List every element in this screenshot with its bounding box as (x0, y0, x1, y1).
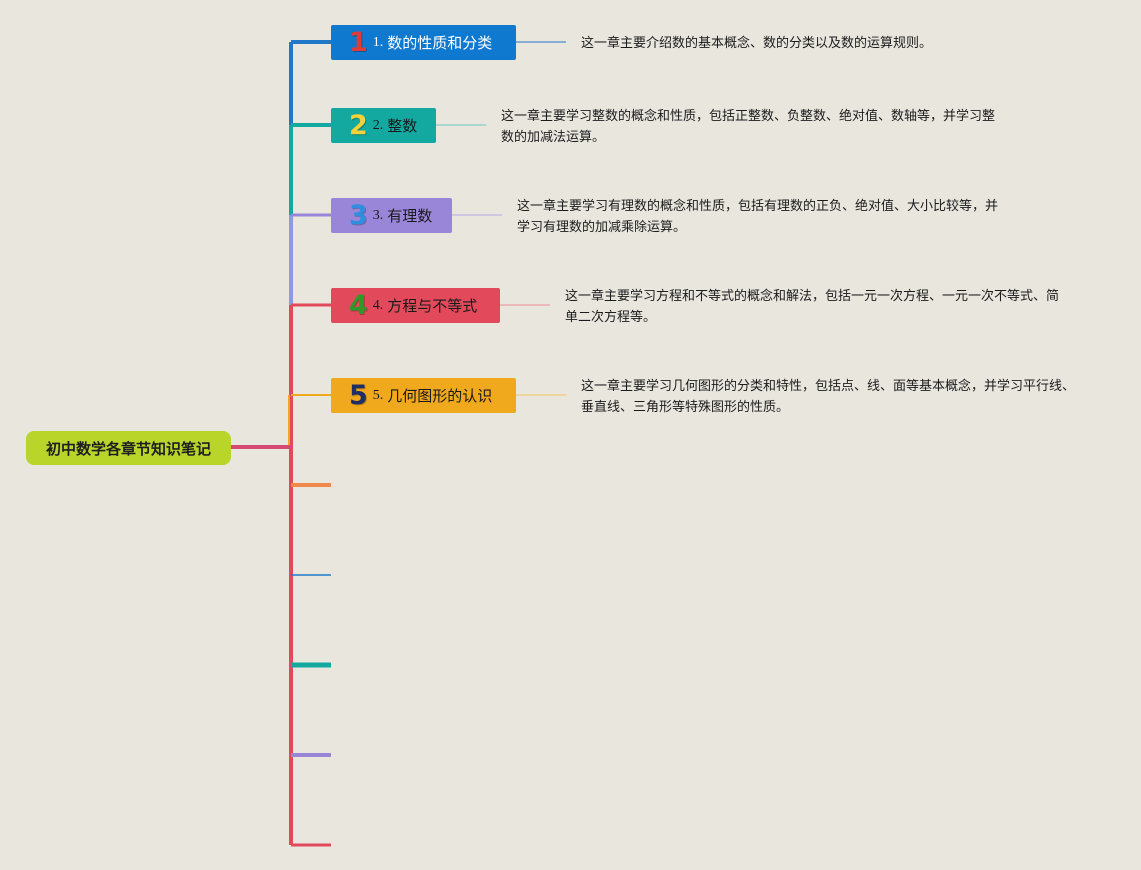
chapter-2-prefix: 2. (372, 117, 384, 133)
chapter-3-description: 这一章主要学习有理数的概念和性质，包括有理数的正负、绝对值、大小比较等，并学习有… (517, 199, 999, 235)
chapter-1-prefix: 1. (372, 34, 384, 50)
chapter-node-2[interactable]: 2 2. 整数 (331, 108, 436, 143)
chapter-node-1[interactable]: 1 1. 数的性质和分类 (331, 25, 516, 60)
number-3-icon: 3 (349, 200, 368, 231)
chapter-2-title: 整数 (387, 117, 418, 135)
chapter-4-title: 方程与不等式 (387, 297, 478, 315)
root-topic[interactable]: 初中数学各章节知识笔记 (26, 431, 231, 465)
chapter-5-prefix: 5. (372, 387, 384, 403)
chapter-1-title: 数的性质和分类 (387, 34, 493, 52)
number-2-icon: 2 (349, 110, 368, 141)
chapter-5-description: 这一章主要学习几何图形的分类和特性，包括点、线、面等基本概念，并学习平行线、垂直… (581, 379, 1076, 415)
chapter-3-title: 有理数 (387, 207, 433, 225)
root-topic-label: 初中数学各章节知识笔记 (45, 439, 211, 458)
chapter-4-description: 这一章主要学习方程和不等式的概念和解法，包括一元一次方程、一元一次不等式、简单二… (565, 289, 1060, 325)
number-1-icon: 1 (349, 27, 368, 58)
number-4-icon: 4 (349, 290, 368, 321)
chapter-2-description: 这一章主要学习整数的概念和性质，包括正整数、负整数、绝对值、数轴等，并学习整数的… (501, 109, 996, 145)
chapter-node-5[interactable]: 5 5. 几何图形的认识 (331, 378, 516, 413)
chapter-1-description: 这一章主要介绍数的基本概念、数的分类以及数的运算规则。 (581, 36, 933, 51)
chapter-node-3[interactable]: 3 3. 有理数 (331, 198, 452, 233)
number-5-icon: 5 (349, 380, 368, 411)
chapter-node-4[interactable]: 4 4. 方程与不等式 (331, 288, 500, 323)
chapter-4-prefix: 4. (372, 297, 384, 313)
chapter-5-title: 几何图形的认识 (387, 387, 493, 405)
chapter-3-prefix: 3. (372, 207, 384, 223)
